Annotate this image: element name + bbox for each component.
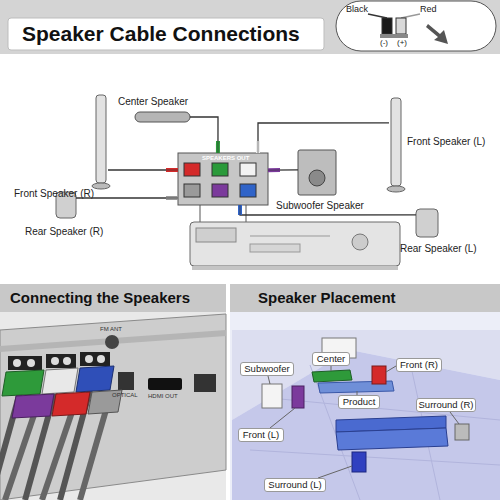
polarity-label: (+) bbox=[397, 38, 407, 47]
cable-line bbox=[76, 197, 178, 198]
title-box bbox=[8, 18, 324, 50]
cable-plug-core bbox=[240, 205, 241, 215]
cable-plug bbox=[216, 141, 220, 153]
speaker-cable bbox=[240, 205, 416, 215]
title-band bbox=[0, 0, 500, 54]
node-text: Product bbox=[339, 396, 379, 408]
cable-plug-core bbox=[217, 141, 218, 153]
placement-label: Front (L) bbox=[238, 428, 284, 442]
cable-line bbox=[190, 117, 218, 153]
wire-color-label: Red bbox=[420, 4, 437, 14]
node-text: SPEAKERS OUT bbox=[202, 155, 249, 162]
polarity-label: (-) bbox=[380, 38, 388, 47]
speaker-node: Rear Speaker (R) bbox=[56, 192, 76, 218]
cable-line bbox=[108, 169, 178, 170]
center-speaker bbox=[135, 112, 190, 122]
node-text: Surround (L) bbox=[265, 479, 325, 491]
speaker-cable bbox=[190, 117, 218, 153]
wire-color-label: Black bbox=[346, 4, 368, 14]
node-text: Center Speaker bbox=[118, 96, 188, 108]
node-text: Surround (R) bbox=[417, 399, 475, 411]
speaker-node: Front Speaker (L) bbox=[389, 98, 403, 190]
cable-plug-core bbox=[258, 141, 259, 153]
cable-plug-core bbox=[268, 170, 280, 171]
polarity-inset bbox=[336, 1, 496, 51]
node-text: Subwoofer Speaker bbox=[276, 200, 364, 212]
cable-plug bbox=[166, 196, 178, 200]
speaker-cable bbox=[268, 169, 298, 170]
placement-label: Subwoofer bbox=[240, 362, 294, 376]
node-text: Rear Speaker (L) bbox=[400, 243, 477, 255]
section-header: Speaker Placement bbox=[230, 284, 500, 312]
cable-plug bbox=[268, 168, 280, 172]
node-text: Front Speaker (R) bbox=[14, 188, 94, 200]
node-text: Front Speaker (L) bbox=[407, 136, 485, 148]
node-text: Center bbox=[313, 353, 349, 365]
rear-speaker-left bbox=[416, 209, 438, 237]
cable-plug-core bbox=[166, 169, 178, 170]
port-label: OPTICAL bbox=[112, 392, 138, 399]
cable-line bbox=[268, 169, 298, 171]
node-text: Subwoofer bbox=[241, 363, 293, 375]
placement-label: Surround (L) bbox=[264, 478, 326, 492]
placement-label: Product bbox=[338, 395, 380, 409]
node-text: Front (R) bbox=[397, 359, 441, 371]
front-speaker-right bbox=[92, 95, 110, 189]
connector-photo bbox=[0, 312, 226, 500]
speaker-node: Rear Speaker (L) bbox=[416, 209, 438, 237]
cable-plug bbox=[238, 205, 242, 215]
cable-plug bbox=[256, 141, 260, 153]
speaker-node: Subwoofer Speaker bbox=[298, 150, 336, 195]
cable-plug-core bbox=[166, 197, 178, 198]
placement-label: Surround (R) bbox=[416, 398, 476, 412]
title-text: Speaker Cable Connections bbox=[22, 22, 300, 46]
node-text: Connecting the Speakers bbox=[10, 289, 190, 306]
receiver bbox=[190, 205, 400, 270]
port-label: FM ANT bbox=[100, 326, 122, 333]
terminal-panel: SPEAKERS OUT bbox=[178, 153, 268, 205]
speaker-node: Front Speaker (R) bbox=[94, 95, 108, 187]
port-label: HDMI OUT bbox=[148, 393, 178, 400]
room-illustration bbox=[230, 312, 500, 500]
placement-label: Front (R) bbox=[396, 358, 442, 372]
section-header: Connecting the Speakers bbox=[0, 284, 226, 312]
speaker-terminal-panel bbox=[178, 153, 268, 205]
cable-line bbox=[240, 205, 416, 215]
cable-plug bbox=[166, 168, 178, 172]
speaker-cable bbox=[108, 169, 178, 170]
placement-label: Center bbox=[312, 352, 350, 366]
speaker-node: Center Speaker bbox=[135, 112, 190, 122]
cable-line bbox=[258, 123, 389, 153]
node-text: Front (L) bbox=[239, 429, 283, 441]
node-text: Speaker Placement bbox=[258, 289, 396, 306]
subwoofer bbox=[298, 150, 336, 195]
speaker-cable bbox=[258, 123, 389, 153]
speaker-cable bbox=[76, 197, 178, 198]
node-text: Rear Speaker (R) bbox=[25, 226, 103, 238]
front-speaker-left bbox=[387, 98, 405, 192]
